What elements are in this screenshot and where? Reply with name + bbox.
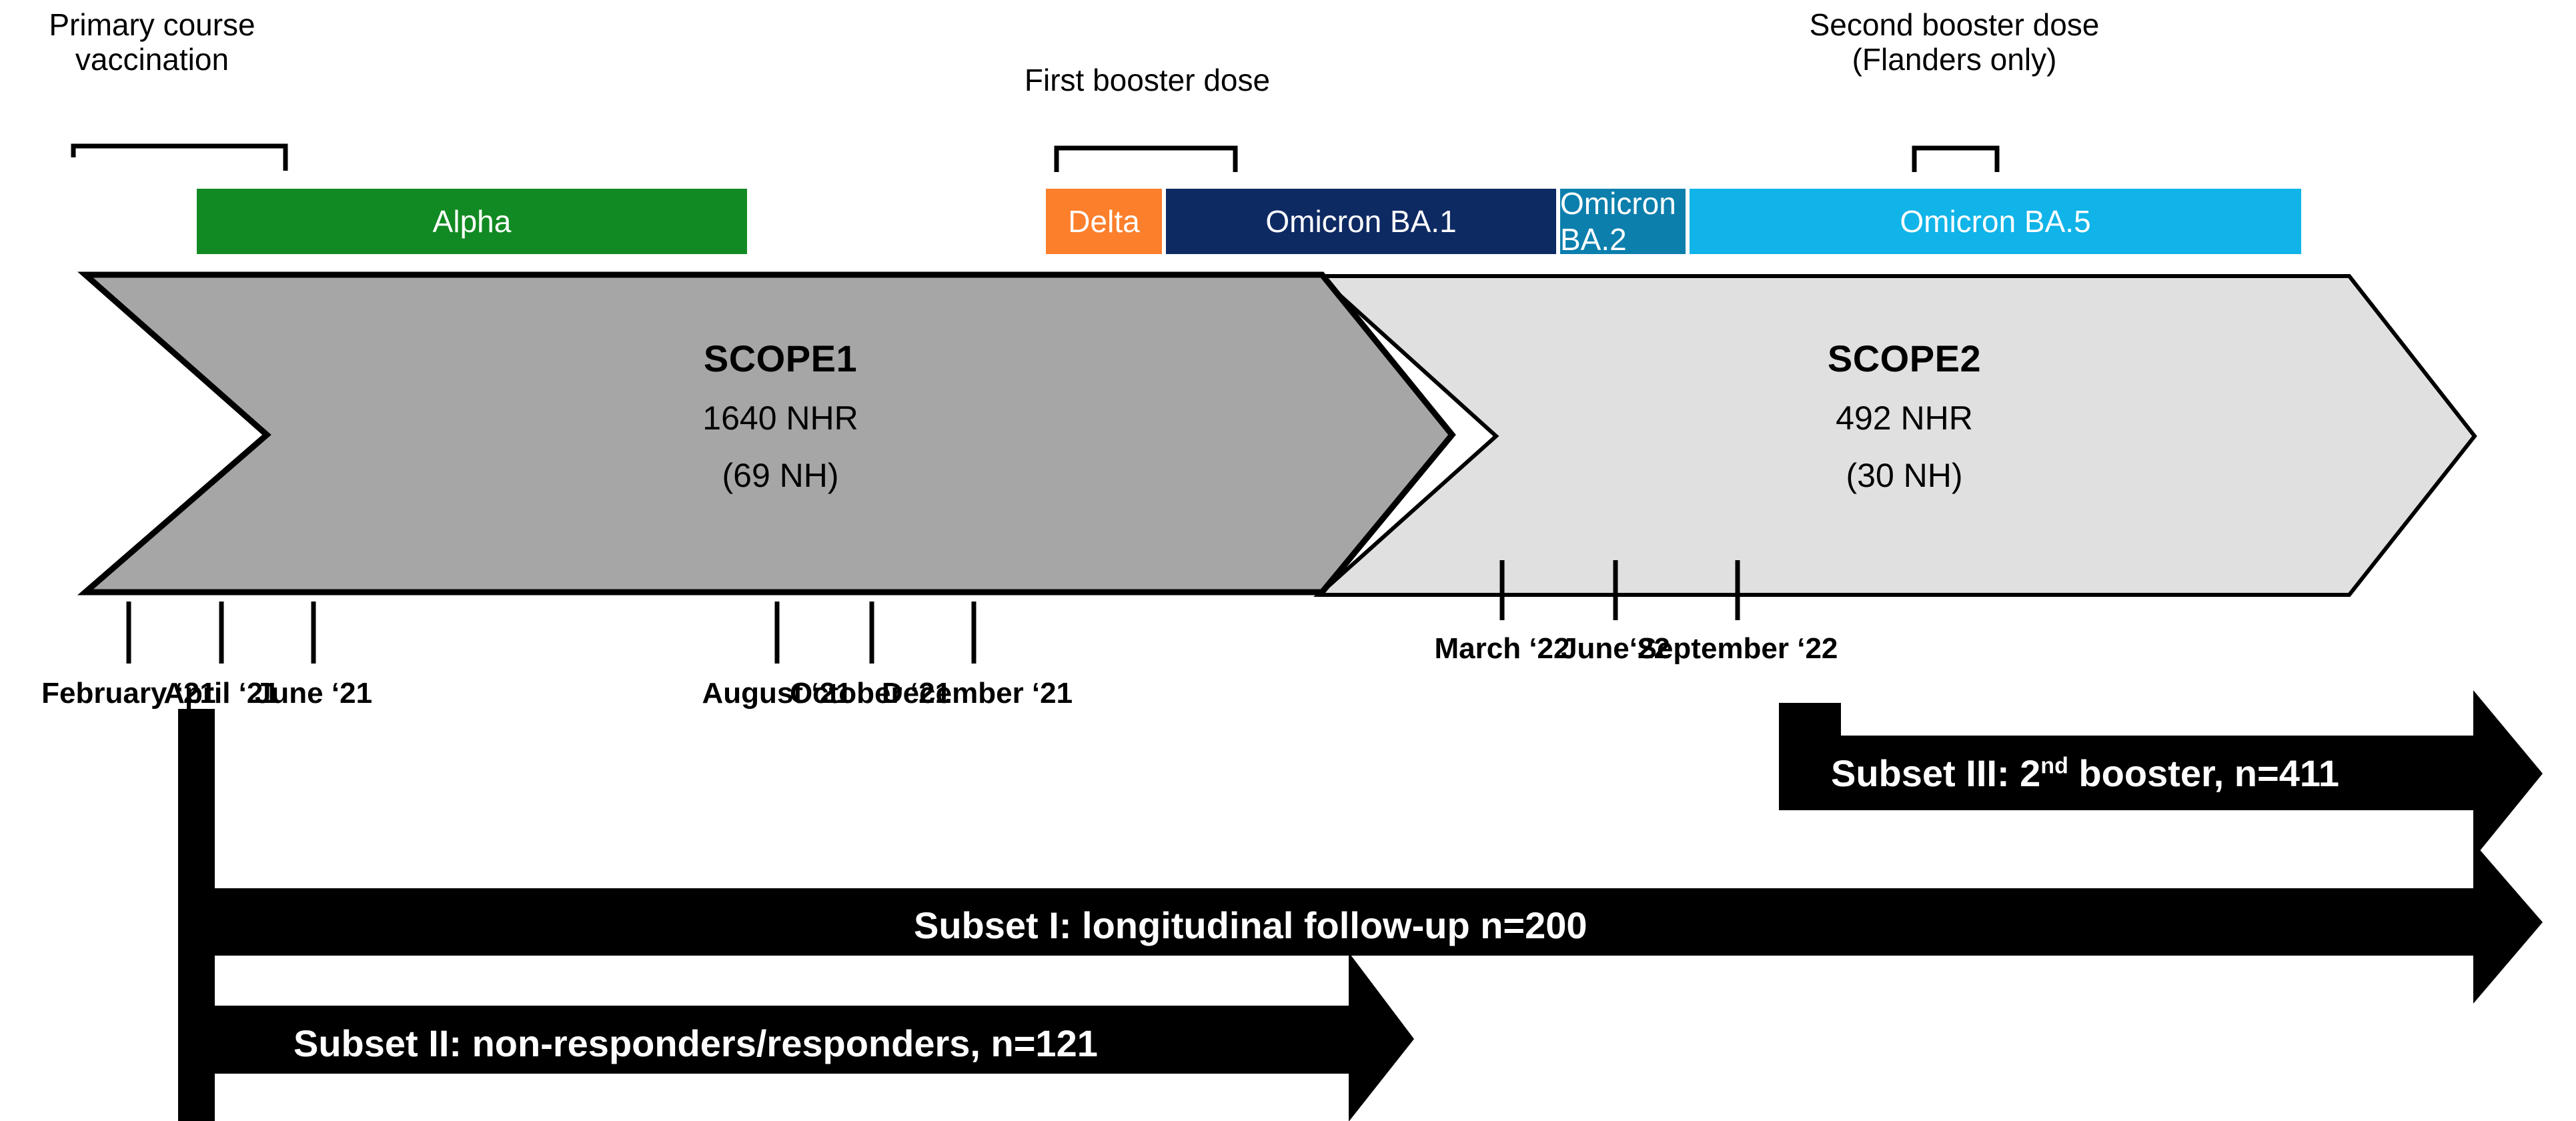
annotation-second-booster: Second booster dose (Flanders only) bbox=[1809, 7, 2100, 77]
subset-label-3-prefix: Subset III: 2 bbox=[1831, 752, 2041, 794]
variant-label-delta: Delta bbox=[1068, 204, 1140, 239]
tick-label-march-22: March ‘22 bbox=[1434, 632, 1570, 665]
subset-label-2: Subset II: non-responders/responders, n=… bbox=[293, 1022, 1098, 1064]
cohort-title-scope2: SCOPE2 bbox=[1827, 337, 1982, 379]
variant-bar-delta[interactable]: Delta bbox=[1046, 189, 1162, 254]
tick-label-june-21: June ‘21 bbox=[254, 677, 373, 710]
tick-label-february-21: February ‘21 bbox=[41, 677, 216, 710]
tick-label-october-21: October ‘21 bbox=[789, 677, 952, 710]
subset-label-3-suffix: booster, n=411 bbox=[2068, 752, 2340, 794]
cohort-arrow-scope2[interactable] bbox=[1313, 274, 2477, 597]
variant-label-omicron-ba5: Omicron BA.5 bbox=[1900, 204, 2091, 239]
variant-bar-omicron-ba5[interactable]: Omicron BA.5 bbox=[1690, 189, 2301, 254]
cohort-arrow-scope1[interactable] bbox=[77, 271, 1456, 596]
cohort-label-scope1: SCOPE1 1640 NHR (69 NH) bbox=[580, 337, 981, 495]
tick-label-december-21: December ‘21 bbox=[881, 677, 1073, 710]
cohort-homes-scope1: (69 NH) bbox=[722, 457, 839, 494]
tick-label-september-22: September ‘22 bbox=[1637, 632, 1838, 665]
annotation-first-booster: First booster dose bbox=[1024, 63, 1271, 97]
cohort-residents-scope2: 492 NHR bbox=[1836, 399, 1973, 437]
tick-label-april-21: April ‘21 bbox=[163, 677, 279, 710]
subset-arrow-2[interactable] bbox=[178, 950, 1414, 1121]
bracket-primary-course bbox=[71, 143, 288, 171]
cohort-residents-scope1: 1640 NHR bbox=[702, 399, 858, 437]
variant-bar-alpha[interactable]: Alpha bbox=[197, 189, 747, 254]
cohort-title-scope1: SCOPE1 bbox=[703, 337, 858, 379]
subset-label-3-ordinal: nd bbox=[2040, 753, 2068, 779]
subset-label-3: Subset III: 2nd booster, n=411 bbox=[1831, 752, 2339, 795]
variant-label-alpha: Alpha bbox=[432, 204, 512, 239]
subset-label-1: Subset I: longitudinal follow-up n=200 bbox=[914, 904, 1587, 946]
tick-label-june-22: June‘22 bbox=[1561, 632, 1670, 665]
variant-bar-omicron-ba2[interactable]: Omicron BA.2 bbox=[1560, 186, 1686, 257]
subset-arrow-3[interactable] bbox=[1779, 690, 2543, 859]
bracket-second-booster bbox=[1912, 145, 2000, 172]
annotation-primary-course: Primary course vaccination bbox=[49, 7, 255, 77]
variant-label-omicron-ba2: Omicron BA.2 bbox=[1560, 186, 1676, 257]
variant-label-omicron-ba1: Omicron BA.1 bbox=[1265, 204, 1457, 239]
cohort-homes-scope2: (30 NH) bbox=[1846, 457, 1963, 494]
tick-label-august-21: August ‘21 bbox=[702, 677, 852, 710]
bracket-first-booster bbox=[1054, 145, 1238, 172]
variant-bar-omicron-ba1[interactable]: Omicron BA.1 bbox=[1166, 189, 1556, 254]
cohort-label-scope2: SCOPE2 492 NHR (30 NH) bbox=[1704, 337, 2104, 495]
subset-arrow-1[interactable] bbox=[178, 709, 2543, 1082]
